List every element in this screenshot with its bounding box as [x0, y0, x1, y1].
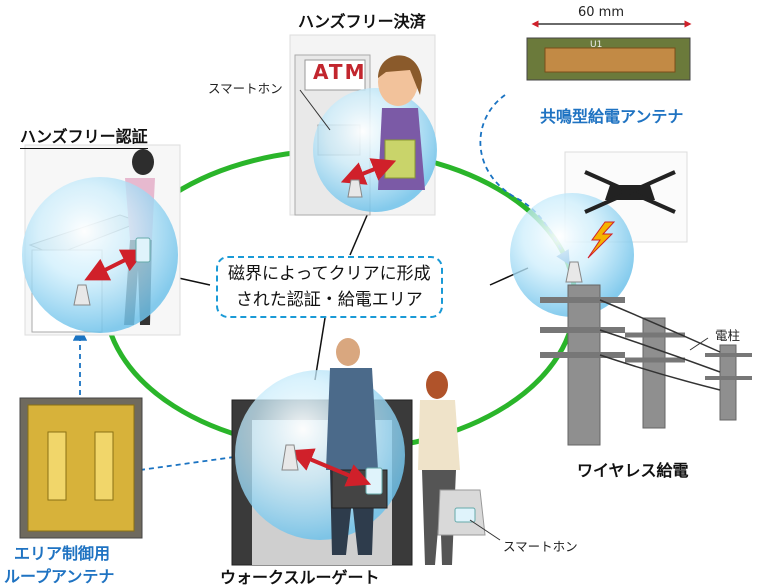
payment-antenna	[347, 179, 363, 198]
board-marking: U1	[590, 40, 603, 50]
power-wire	[599, 299, 721, 353]
utility-pole	[642, 317, 666, 429]
center-callout-line1: 磁界によってクリアに形成	[228, 264, 431, 284]
power-wire	[599, 329, 721, 373]
woman-phone	[454, 507, 476, 523]
power-wire	[599, 354, 721, 391]
wireless-antenna	[565, 261, 583, 283]
loop-antenna-panel	[27, 404, 135, 532]
pole-label: 電柱	[715, 328, 741, 343]
payment-bag	[384, 139, 416, 179]
atm-screen	[304, 59, 366, 91]
atm-label: ATM	[313, 60, 367, 84]
woman-body	[418, 400, 460, 470]
gate-sphere	[235, 370, 405, 540]
connector-line	[314, 317, 326, 381]
gate-phone-label: スマートホン	[503, 539, 578, 554]
center-callout: 磁界によってクリアに形成 された認証・給電エリア	[216, 256, 443, 318]
payment-title: ハンズフリー決済	[298, 12, 426, 31]
drone-arm	[584, 170, 676, 214]
utility-pole	[719, 344, 737, 421]
gate-antenna	[281, 444, 299, 471]
auth-person-head	[132, 149, 154, 175]
payment-phone-label: スマートホン	[208, 81, 283, 96]
wireless-title: ワイヤレス給電	[577, 461, 689, 480]
loop-antenna-trace	[47, 431, 67, 501]
loop-antenna-label-line2: ループアンテナ	[4, 567, 115, 586]
dimension-label: 60 mm	[578, 5, 625, 20]
auth-red-arrow	[84, 249, 146, 281]
gate-phone	[365, 467, 383, 495]
gate-red-arrow	[288, 448, 372, 487]
lightning-icon	[587, 221, 616, 259]
gate-title: ウォークスルーゲート	[220, 568, 380, 587]
loop-antenna-trace	[94, 431, 114, 501]
payment-person-hair	[378, 55, 422, 95]
pole-label-leader	[689, 337, 709, 351]
auth-antenna	[73, 284, 91, 306]
auth-title: ハンズフリー認証	[20, 123, 148, 149]
auth-phone	[135, 237, 151, 263]
resonant-antenna-label: 共鳴型給電アンテナ	[540, 107, 684, 126]
loop-antenna-label-line1: エリア制御用	[14, 544, 111, 563]
payment-phone-leader	[299, 89, 331, 131]
center-callout-line2: された認証・給電エリア	[235, 290, 423, 310]
auth-sphere	[22, 177, 178, 333]
gate-person-body	[326, 368, 378, 470]
gate-phone-leader	[469, 519, 501, 541]
woman-head	[426, 371, 448, 399]
resonant-antenna-coil	[544, 47, 676, 73]
gate-person-head	[336, 338, 360, 366]
utility-pole	[567, 284, 601, 446]
payment-red-arrow	[340, 158, 397, 185]
